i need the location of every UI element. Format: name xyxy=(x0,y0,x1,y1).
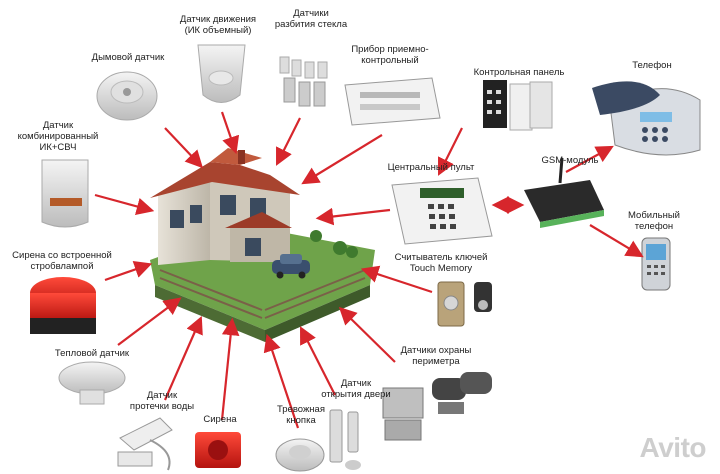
label-line: Считыватель ключей xyxy=(394,252,488,263)
label-central-console: Центральный пульт xyxy=(376,162,486,173)
label-line: Центральный пульт xyxy=(387,162,475,173)
glass-break-sensors xyxy=(279,56,328,107)
label-motion-sensor: Датчик движения (ИК объемный) xyxy=(170,14,266,36)
label-line: Дымовой датчик xyxy=(91,52,165,63)
car xyxy=(272,254,310,279)
label-water-leak: Датчик протечки воды xyxy=(120,390,204,412)
label-line: Контрольная панель xyxy=(473,67,565,78)
label-line: Тепловой датчик xyxy=(54,348,130,359)
label-line: Мобильный xyxy=(628,210,680,221)
combined-sensor xyxy=(41,159,89,228)
arrows xyxy=(94,111,644,429)
label-line: Сирена со встроенной xyxy=(12,250,112,261)
label-glass-break: Датчики разбития стекла xyxy=(268,8,354,30)
label-line: открытия двери xyxy=(321,389,391,400)
label-control-panel: Контрольная панель xyxy=(464,67,574,78)
landline-phone xyxy=(592,81,701,156)
gsm-module xyxy=(524,157,604,228)
label-line: ИК+СВЧ xyxy=(39,142,77,153)
smoke-detector xyxy=(96,71,158,121)
label-strobe-siren: Сирена со встроенной стробвлампой xyxy=(2,250,122,272)
label-line: протечки воды xyxy=(129,401,195,412)
strobe-siren xyxy=(30,277,96,334)
label-door-sensor: Датчик открытия двери xyxy=(318,378,394,400)
label-line: Телефон xyxy=(632,60,672,71)
label-line: телефон xyxy=(634,221,674,232)
label-siren: Сирена xyxy=(196,414,244,425)
label-line: периметра xyxy=(412,356,460,367)
label-heat-detector: Тепловой датчик xyxy=(44,348,140,359)
door-sensor xyxy=(329,409,361,470)
avito-watermark: Avito xyxy=(639,432,707,463)
label-line: контрольный xyxy=(361,55,419,66)
label-line: стробвлампой xyxy=(30,261,94,272)
label-panic-button: Тревожная кнопка xyxy=(266,404,336,426)
label-line: кнопка xyxy=(286,415,316,426)
label-line: Датчики охраны xyxy=(400,345,472,356)
panic-button xyxy=(275,438,325,472)
house-illustration xyxy=(150,148,375,342)
label-panel-receiver: Прибор приемно- контрольный xyxy=(340,44,440,66)
label-perimeter-sensors: Датчики охраны периметра xyxy=(388,345,484,367)
label-combined-sensor: Датчик комбинированный ИК+СВЧ xyxy=(8,120,108,153)
label-mobile-phone: Мобильный телефон xyxy=(612,210,696,232)
label-line: Сирена xyxy=(203,414,237,425)
central-console xyxy=(391,177,493,245)
label-line: Датчик xyxy=(340,378,372,389)
touch-memory-reader xyxy=(437,281,492,327)
label-line: комбинированный xyxy=(17,131,99,142)
label-touch-memory: Считыватель ключей Touch Memory xyxy=(386,252,496,274)
label-gsm-module: GSM-модуль xyxy=(530,155,610,166)
label-line: (ИК объемный) xyxy=(184,25,252,36)
label-line: GSM-модуль xyxy=(541,155,599,166)
perimeter-sensors xyxy=(382,372,492,441)
label-line: разбития стекла xyxy=(274,19,348,30)
label-smoke-detector: Дымовой датчик xyxy=(78,52,178,63)
label-phone: Телефон xyxy=(612,60,692,71)
mobile-phone xyxy=(641,237,671,291)
motion-sensor xyxy=(197,44,246,103)
heat-detector xyxy=(58,361,126,405)
control-panel xyxy=(483,80,553,131)
label-line: Датчик движения xyxy=(179,14,257,25)
label-line: Touch Memory xyxy=(409,263,473,274)
label-line: Тревожная xyxy=(277,404,325,415)
siren xyxy=(195,432,241,468)
panel-receiver xyxy=(344,77,441,126)
label-line: Датчик xyxy=(146,390,178,401)
label-line: Прибор приемно- xyxy=(351,44,429,55)
label-line: Датчик xyxy=(42,120,74,131)
water-leak-sensor xyxy=(117,417,173,471)
label-line: Датчики xyxy=(293,8,329,19)
